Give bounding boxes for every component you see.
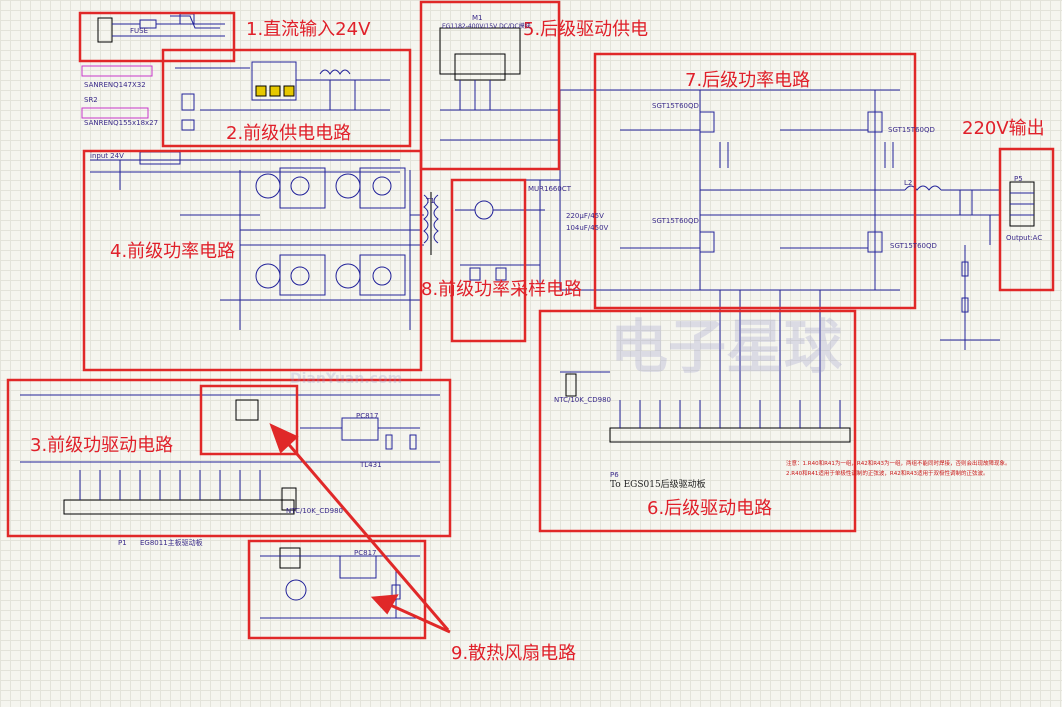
watermark-brand: 电子星球: [610, 313, 843, 381]
note-line-2: 2.R40和R41适用于单极性调制的正弦波，R42和R43适用于双极性调制的正弦…: [786, 471, 989, 477]
section-label-post-driver: 6.后级驱动电路: [647, 498, 773, 519]
ntc2-label: NTC/10K_CD980: [554, 396, 611, 404]
sanren2-label: SANRENQ155x18x27: [84, 119, 159, 127]
egs-module-label: EG1182-400V/15V DC/DC模块: [442, 23, 531, 30]
fuse-label: FUSE: [130, 27, 149, 35]
mur-label: MUR1660CT: [528, 185, 572, 193]
pc817b-label: PC817: [354, 549, 377, 557]
tl431-label: TL431: [360, 461, 382, 469]
note-line-1: 注意：1.R40和R41为一组，R42和R43为一组，两组不能同时焊接，否则会出…: [786, 461, 1011, 467]
section-label-post-power: 7.后级功率电路: [685, 70, 811, 91]
section-label-pre-power: 4.前级功率电路: [110, 241, 236, 262]
section-label-post-supply: 5.后级驱动供电: [523, 19, 649, 40]
output-label: Output:AC: [1006, 234, 1043, 242]
p5-label: P5: [1014, 175, 1023, 183]
t1-label: T1: [426, 197, 435, 205]
section-label-pre-driver: 3.前级功驱动电路: [30, 435, 174, 456]
pc817a-label: PC817: [356, 412, 379, 420]
section-label-fan: 9.散热风扇电路: [451, 643, 577, 664]
sgt-b-label: SGT15T60QD: [888, 126, 935, 134]
sr2-label: SR2: [84, 96, 98, 104]
section-label-pre-supply: 2.前级供电电路: [226, 123, 352, 144]
p6-desc: To EGS015后级驱动板: [610, 480, 706, 490]
section-label-dc-input: 1.直流输入24V: [246, 19, 371, 40]
section-label-ac-output: 220V输出: [962, 118, 1045, 139]
p1-label: P1: [118, 539, 127, 547]
ntc-label: NTC/10K_CD980: [286, 507, 343, 515]
m1-label: M1: [472, 14, 483, 22]
p6-label: P6: [610, 471, 619, 479]
cap-104-label: 104uF/450V: [566, 224, 609, 232]
l2-label: L2: [904, 179, 913, 187]
watermark-site: DianYuan.com: [290, 371, 403, 387]
sgt-c-label: SGT15T60QD: [652, 217, 699, 225]
input24-label: input 24V: [90, 152, 124, 160]
section-label-sampling: 8.前级功率采样电路: [421, 279, 583, 300]
sgt-a-label: SGT15T60QD: [652, 102, 699, 110]
sanren1-label: SANRENQ147X32: [84, 81, 146, 89]
sgt-d-label: SGT15T60QD: [890, 242, 937, 250]
cap-220-label: 220μF/45V: [566, 212, 604, 220]
p1-desc: EG8011主板驱动板: [140, 539, 203, 547]
